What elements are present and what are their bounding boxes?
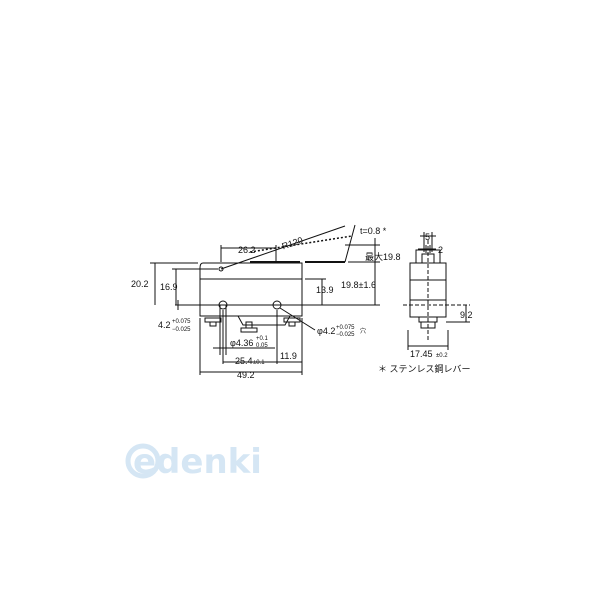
height-13-9-label: 13.9	[316, 285, 334, 295]
tol: +0.075	[172, 319, 191, 325]
watermark-text: edenki	[133, 442, 262, 482]
tol: 0.05	[256, 343, 268, 349]
tol: +0.075	[336, 325, 355, 331]
width-top-label: 5	[425, 232, 430, 242]
op-position-label: 19.8±1.6	[341, 280, 376, 290]
width-small-label: 2	[438, 245, 443, 255]
hole-dia-label: φ4.36	[230, 338, 253, 348]
tol: ±0.1	[253, 360, 265, 366]
height-pivot-label: 16.9	[160, 282, 178, 292]
lever-radius-label: R120	[280, 235, 304, 251]
tol: ±0.2	[436, 353, 448, 359]
front-view	[150, 224, 380, 375]
hole-pitch-label: 25.4	[235, 356, 253, 366]
right-offset-label: 11.9	[280, 351, 297, 361]
front-dimensions: t=0.8 * R120 最大19.8 19.8±1.6 26.2 20.2 1…	[131, 226, 401, 380]
side-width-label: 17.45	[410, 349, 433, 359]
pivot-offset-label: 26.2	[238, 245, 256, 255]
switch-body	[199, 262, 303, 317]
side-dimensions: 5 2 9.2 17.45 ±0.2 ＊ ステンレス鋼レバー	[378, 232, 473, 374]
side-height-label: 9.2	[460, 310, 473, 320]
height-total-label: 20.2	[131, 279, 149, 289]
tol: −0.025	[172, 327, 191, 333]
lever-thickness-label: t=0.8 *	[360, 226, 387, 236]
max-travel-label: 最大19.8	[365, 251, 401, 262]
tol: 穴	[360, 327, 366, 335]
tol: +0.1	[256, 336, 269, 342]
material-note: ＊ ステンレス鋼レバー	[378, 363, 471, 374]
length-label: 49.2	[237, 370, 255, 380]
side-view	[403, 232, 470, 350]
hole-offset-label: 4.2	[158, 320, 171, 330]
watermark: edenki	[125, 442, 262, 482]
tol: −0.025	[336, 332, 355, 338]
hole-dia2-label: φ4.2	[317, 326, 335, 336]
